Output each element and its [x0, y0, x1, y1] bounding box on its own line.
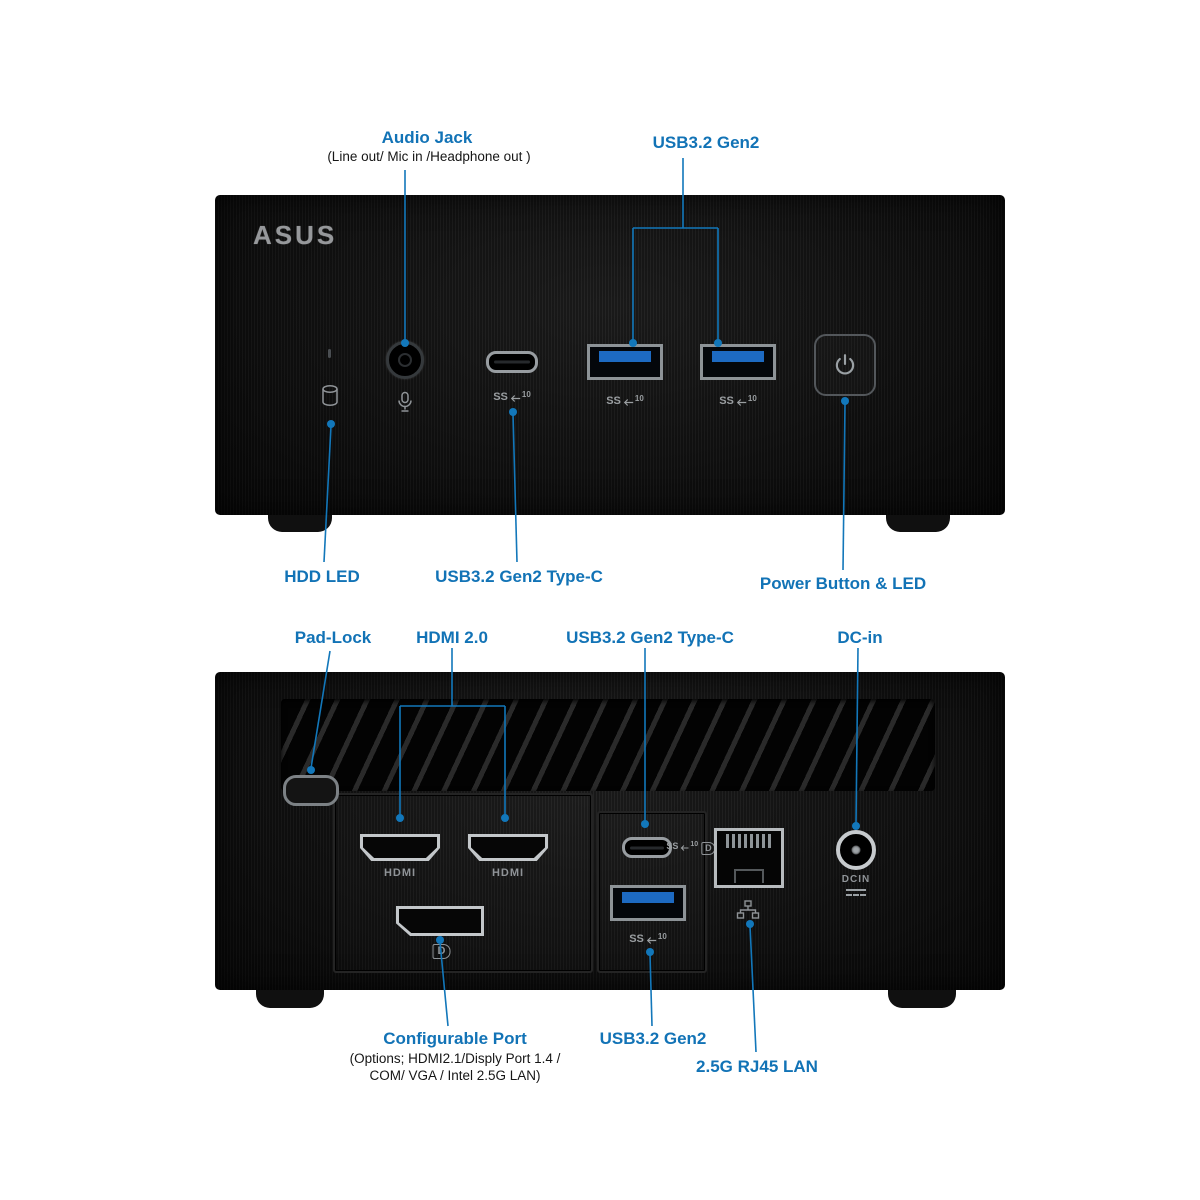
- usb-a-port-1: [587, 344, 663, 380]
- audio-jack-sublabel: (Line out/ Mic in /Headphone out ): [327, 149, 531, 164]
- power-button: [814, 334, 876, 396]
- displayport-logo-icon: D: [430, 941, 451, 959]
- superspeed-text: SS: [606, 395, 621, 407]
- hdd-led-label: HDD LED: [284, 567, 360, 586]
- usb-superspeed10-marking: SS 10: [719, 394, 757, 407]
- dc-polarity-dashed-line: [846, 894, 866, 896]
- usb-superspeed10-marking: SS 10: [493, 390, 531, 403]
- hdd-led-indicator: [328, 349, 331, 358]
- displayport-letter: D: [432, 944, 451, 959]
- superspeed-arrow-icon: [510, 395, 520, 402]
- dcin-port-label: DCIN: [841, 874, 871, 885]
- superspeed-arrow-icon: [680, 845, 689, 851]
- superspeed-speed: 10: [747, 394, 757, 403]
- power-icon: [835, 354, 855, 375]
- superspeed-speed: 10: [657, 932, 667, 941]
- audio-jack-port: [386, 341, 424, 379]
- hdmi-label: HDMI 2.0: [416, 628, 488, 647]
- usb32-gen2-label-rear: USB3.2 Gen2: [599, 1029, 707, 1048]
- superspeed-text: SS: [493, 391, 508, 403]
- usb-superspeed10-marking: SS 10: [606, 394, 644, 407]
- usb-typec-label-front: USB3.2 Gen2 Type-C: [435, 567, 603, 586]
- rj45-lan-label: 2.5G RJ45 LAN: [696, 1057, 818, 1076]
- usb-a-blue-tab: [599, 351, 651, 362]
- mic-headphone-icon: [398, 391, 412, 412]
- hdmi-port-2: [468, 834, 548, 861]
- pad-lock-slot: [283, 775, 339, 806]
- power-button-label: Power Button & LED: [759, 574, 927, 593]
- usb-typec-label-rear: USB3.2 Gen2 Type-C: [566, 628, 734, 647]
- vent-grille: [281, 699, 935, 791]
- usb-superspeed10-marking: SS 10: [629, 932, 667, 945]
- hdmi-port-inner: [363, 837, 437, 858]
- displayport-configurable-port: [396, 906, 484, 936]
- hdd-icon: [322, 385, 338, 406]
- superspeed-speed: 10: [521, 390, 531, 399]
- rj45-clip-tab: [734, 869, 764, 883]
- superspeed-arrow-icon: [646, 937, 656, 944]
- rj45-lan-port: [714, 828, 784, 888]
- usb-c-port-rear: [622, 837, 672, 858]
- superspeed-text: SS: [629, 933, 644, 945]
- hdmi-port-inner: [471, 837, 545, 858]
- dc-in-jack: [836, 830, 876, 870]
- usb-c-port-front: [486, 351, 538, 373]
- front-panel: [215, 195, 1005, 515]
- video-port-recess: [333, 793, 593, 973]
- usb-a-port-2: [700, 344, 776, 380]
- pad-lock-label: Pad-Lock: [294, 628, 372, 647]
- rj45-pins: [726, 834, 772, 848]
- superspeed-speed: 10: [634, 394, 644, 403]
- usb-a-port-rear: [610, 885, 686, 921]
- dc-in-label: DC-in: [837, 628, 883, 647]
- superspeed-text: SS: [666, 841, 679, 851]
- superspeed-text: SS: [719, 395, 734, 407]
- hdmi2-port-label: HDMI: [491, 867, 525, 879]
- superspeed-speed: 10: [690, 841, 699, 848]
- hdmi1-port-label: HDMI: [383, 867, 417, 879]
- superspeed-arrow-icon: [736, 399, 746, 406]
- configurable-port-sublabel-2: COM/ VGA / Intel 2.5G LAN): [369, 1068, 541, 1083]
- dc-polarity-icon: [846, 889, 866, 896]
- usb-a-blue-tab: [712, 351, 764, 362]
- hdmi-port-1: [360, 834, 440, 861]
- lan-icon: [736, 900, 760, 919]
- audio-jack-label: Audio Jack: [381, 128, 473, 147]
- dc-polarity-solid-line: [846, 889, 866, 891]
- asus-logo: ASUS: [253, 220, 338, 250]
- configurable-port-label: Configurable Port: [383, 1029, 527, 1048]
- usb-a-blue-tab: [622, 892, 674, 903]
- configurable-port-sublabel-1: (Options; HDMI2.1/Disply Port 1.4 /: [349, 1051, 561, 1066]
- superspeed-arrow-icon: [623, 399, 633, 406]
- usb32-gen2-label-front: USB3.2 Gen2: [652, 133, 760, 152]
- displayport-inner: [399, 909, 481, 933]
